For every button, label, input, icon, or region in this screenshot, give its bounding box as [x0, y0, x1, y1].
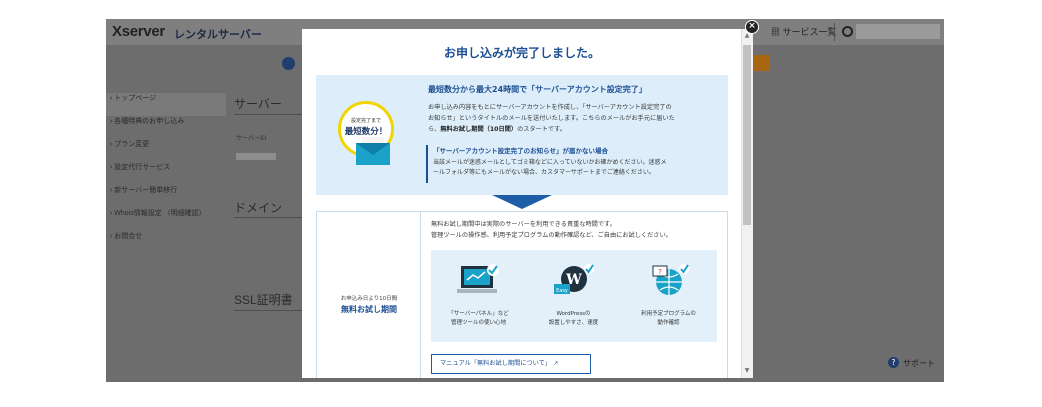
- divider: [234, 310, 302, 311]
- info-panel: 設定完了まで 最短数分！ 最短数分から最大24時間で「サーバーアカウント設定完了…: [316, 75, 728, 195]
- sidebar-item-setup-service[interactable]: › 設定代行サービス: [110, 164, 171, 171]
- server-id-value: [236, 153, 276, 160]
- trial-period-label: お申込み日より10日間 無料お試し期間: [317, 212, 421, 378]
- trial-description: 無料お試し期間中は実際のサーバーを利用できる貴重な時間です。 管理ツールの操作感…: [431, 221, 672, 239]
- globe-code-check-icon: ?: [652, 264, 689, 295]
- sidebar-item-benefits[interactable]: › 各種特典のお申し込み: [110, 118, 185, 125]
- feature-list: 「サーバーパネル」など 管理ツールの使い心地 W Easy WordPressの…: [431, 250, 717, 342]
- divider: [234, 217, 302, 218]
- sidebar-item-label: お問合せ: [114, 233, 143, 240]
- feature-item: ? 利用予定プログラムの 動作確認: [621, 250, 716, 342]
- sidebar-item-label: トップページ: [114, 95, 157, 102]
- server-id-label: サーバーID: [236, 135, 267, 142]
- scroll-up-icon[interactable]: ▲: [744, 32, 750, 39]
- badge-headline: 最短数分！: [344, 127, 388, 137]
- feature-label: 利用予定プログラムの 動作確認: [641, 311, 696, 326]
- svg-text:?: ?: [658, 268, 662, 276]
- scrollbar-thumb[interactable]: [743, 45, 751, 225]
- manual-link-button[interactable]: マニュアル「無料お試し期間について」 ↗: [431, 354, 591, 374]
- service-menu-label: サービス一覧: [782, 27, 837, 37]
- feature-item: W Easy WordPressの 設置しやすさ、速度: [526, 250, 621, 342]
- info-heading: 最短数分から最大24時間で「サーバーアカウント設定完了」: [428, 85, 647, 94]
- completion-modal: お申し込みが完了しました。 設定完了まで 最短数分！ 最短数分から最大24時間で…: [302, 29, 753, 378]
- feature-label: 「サーバーパネル」など 管理ツールの使い心地: [448, 311, 509, 326]
- trial-caption: お申込み日より10日間: [340, 296, 398, 302]
- support-icon[interactable]: ?: [888, 357, 899, 368]
- wordpress-check-icon: W Easy: [554, 264, 594, 294]
- laptop-check-icon: [457, 264, 499, 293]
- badge-caption: 設定完了まで: [350, 118, 381, 124]
- user-icon[interactable]: [842, 26, 853, 37]
- sidebar-item-label: 新サーバー簡単移行: [114, 187, 178, 194]
- sidebar-item-contact[interactable]: › お問合せ: [110, 233, 143, 240]
- section-title-server: サーバー: [234, 97, 282, 111]
- notice-box: 「サーバーアカウント設定完了のお知らせ」が届かない場合 当該メールが迷惑メールと…: [426, 145, 724, 183]
- scroll-down-icon[interactable]: ▼: [744, 367, 750, 374]
- notice-heading: 「サーバーアカウント設定完了のお知らせ」が届かない場合: [433, 147, 609, 155]
- megaphone-icon: [282, 57, 295, 70]
- logo-subtitle: レンタルサーバー: [174, 29, 262, 41]
- support-link[interactable]: サポート: [903, 359, 935, 368]
- sidebar-item-top[interactable]: › トップページ: [106, 93, 226, 116]
- info-body: お申し込み内容をもとにサーバーアカウントを作成し、「サーバーアカウント設定完了の…: [428, 104, 675, 133]
- sidebar-item-whois[interactable]: › Whois情報設定 （明細確認）: [110, 210, 206, 217]
- divider: [234, 114, 302, 115]
- svg-text:Easy: Easy: [556, 288, 568, 294]
- logo: Xserver: [112, 23, 165, 40]
- sidebar-item-label: 各種特典のお申し込み: [114, 118, 185, 125]
- sidebar-item-plan[interactable]: › プラン変更: [110, 141, 150, 148]
- section-title-ssl: SSL証明書: [234, 293, 293, 307]
- envelope-flap: [356, 143, 390, 155]
- sidebar: › トップページ › 各種特典のお申し込み › プラン変更 › 設定代行サービス…: [106, 93, 226, 254]
- feature-label: WordPressの 設置しやすさ、速度: [548, 311, 599, 326]
- modal-title: お申し込みが完了しました。: [443, 46, 600, 60]
- user-name-box[interactable]: [856, 24, 940, 39]
- notice-body: 当該メールが迷惑メールとしてゴミ箱などに入っていないかお確かめください。迷惑メ …: [433, 159, 667, 176]
- trial-section: お申込み日より10日間 無料お試し期間 無料お試し期間中は実際のサーバーを利用で…: [316, 211, 728, 378]
- feature-item: 「サーバーパネル」など 管理ツールの使い心地: [431, 250, 526, 342]
- arrow-down-icon: [492, 195, 552, 209]
- section-title-domain: ドメイン: [234, 201, 283, 215]
- sidebar-item-label: 設定代行サービス: [114, 164, 171, 171]
- service-menu-link[interactable]: ▦ サービス一覧: [771, 27, 837, 37]
- orange-button[interactable]: [754, 55, 770, 71]
- close-icon[interactable]: ×: [745, 20, 759, 34]
- divider: [834, 23, 835, 41]
- sidebar-item-migration[interactable]: › 新サーバー簡単移行: [110, 187, 178, 194]
- sidebar-item-label: Whois情報設定 （明細確認）: [114, 210, 206, 217]
- sidebar-item-label: プラン変更: [114, 141, 150, 148]
- trial-headline: 無料お試し期間: [341, 305, 397, 314]
